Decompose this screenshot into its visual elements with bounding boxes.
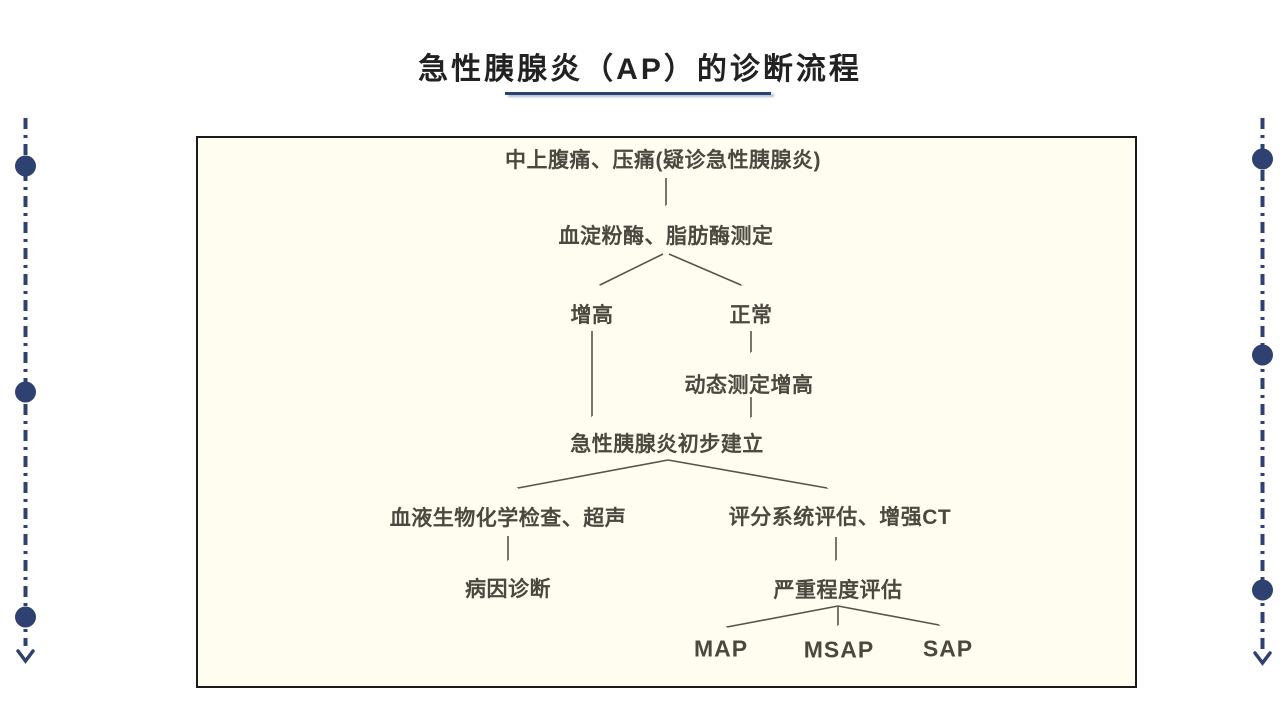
flowchart-panel: [196, 136, 1137, 688]
flow-node-etiology: 病因诊断: [465, 578, 551, 601]
page-title: 急性胰腺炎（AP）的诊断流程: [418, 53, 862, 86]
flow-node-symptom: 中上腹痛、压痛(疑诊急性胰腺炎): [505, 149, 821, 172]
flow-node-enzyme: 血淀粉酶、脂肪酶测定: [558, 225, 774, 248]
flow-node-normal: 正常: [729, 304, 773, 327]
flow-node-map: MAP: [693, 635, 749, 662]
flow-node-dynamic: 动态测定增高: [684, 374, 814, 397]
flow-node-scoring-ct: 评分系统评估、增强CT: [728, 506, 952, 529]
flow-node-severity: 严重程度评估: [773, 579, 903, 602]
flow-node-msap: MSAP: [803, 636, 875, 663]
flow-node-biochem-ultrasound: 血液生物化学检查、超声: [389, 507, 627, 530]
flow-node-elevated: 增高: [570, 304, 614, 327]
flow-node-sap: SAP: [922, 635, 974, 662]
title-underline: [505, 92, 771, 95]
flow-node-initial-diagnosis: 急性胰腺炎初步建立: [570, 433, 764, 456]
